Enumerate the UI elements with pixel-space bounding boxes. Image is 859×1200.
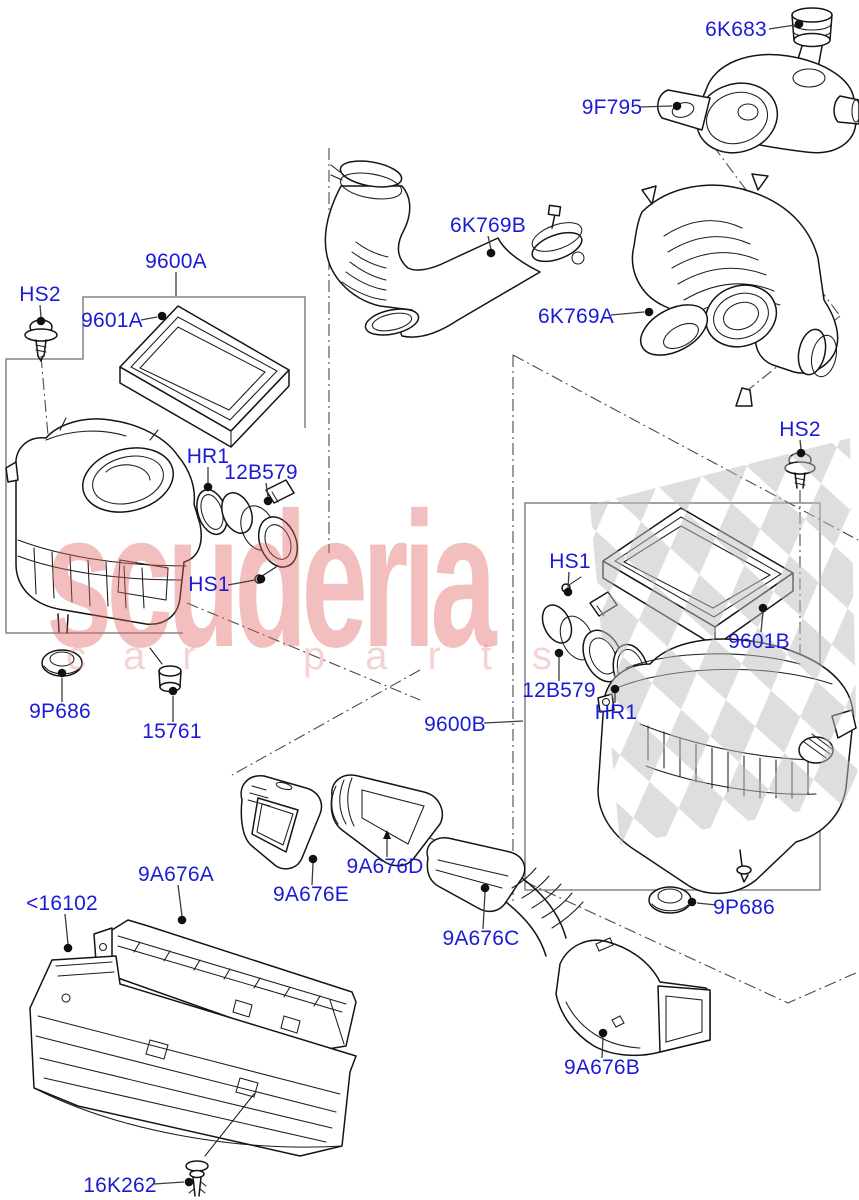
leader-dot-9a676e bbox=[308, 854, 318, 864]
part-label-16102[interactable]: <16102 bbox=[26, 892, 98, 915]
leader-dot-hs2-left bbox=[36, 316, 46, 326]
part-label-9601a[interactable]: 9601A bbox=[81, 309, 143, 332]
leader-line-hs2-right bbox=[799, 439, 802, 450]
leader-dot-9a676a bbox=[177, 915, 187, 925]
leader-line-6k683 bbox=[768, 24, 796, 30]
screw-hs2-left-drawing bbox=[24, 319, 58, 362]
leader-dot-hs1-left bbox=[256, 574, 266, 584]
leader-line-hs1-right bbox=[567, 571, 570, 589]
part-label-6k683[interactable]: 6K683 bbox=[705, 18, 767, 41]
leader-line-6k769b bbox=[487, 235, 492, 250]
leader-dot-9f795 bbox=[672, 101, 682, 111]
resonator-16102-drawing bbox=[29, 955, 357, 1157]
leader-line-hs2-left bbox=[39, 304, 42, 318]
leader-dot-hr1-right bbox=[610, 684, 620, 694]
leader-line-12b579-left bbox=[265, 482, 269, 498]
leader-arrow-9a676d bbox=[383, 830, 391, 839]
leader-line-6k769a bbox=[610, 311, 645, 316]
leader-line-16102 bbox=[64, 913, 69, 945]
leader-line-9600b bbox=[483, 720, 524, 724]
part-label-6k769b[interactable]: 6K769B bbox=[450, 214, 526, 237]
part-label-9601b[interactable]: 9601B bbox=[728, 630, 790, 653]
leader-line-9a676b bbox=[601, 1036, 604, 1059]
hose-6k769b-drawing bbox=[324, 160, 585, 338]
part-label-15761[interactable]: 15761 bbox=[142, 720, 202, 743]
leader-dot-6k769a bbox=[644, 307, 654, 317]
leader-line-9601b bbox=[760, 611, 764, 633]
part-label-12b579-right[interactable]: 12B579 bbox=[522, 679, 596, 702]
part-label-9f795[interactable]: 9F795 bbox=[581, 96, 643, 119]
duct-9f795-drawing bbox=[656, 53, 859, 154]
part-label-9a676b[interactable]: 9A676B bbox=[564, 1056, 640, 1079]
duct-9a676e-drawing bbox=[240, 775, 323, 870]
air-cleaner-housing-left-drawing bbox=[5, 417, 202, 634]
part-label-hs2-left[interactable]: HS2 bbox=[19, 283, 61, 306]
part-label-9a676d[interactable]: 9A676D bbox=[346, 855, 424, 878]
hose-6k769a-drawing bbox=[631, 173, 839, 407]
part-label-6k769a[interactable]: 6K769A bbox=[538, 305, 614, 328]
part-label-hs1-left[interactable]: HS1 bbox=[188, 573, 230, 596]
leader-dot-hs1-right bbox=[563, 587, 573, 597]
leader-dot-9p686-right bbox=[687, 897, 697, 907]
leader-dot-hr1-left bbox=[203, 482, 213, 492]
part-label-hr1-left[interactable]: HR1 bbox=[186, 445, 230, 468]
leader-dot-15761 bbox=[168, 686, 178, 696]
duct-9a676d-drawing bbox=[330, 774, 444, 867]
leader-dot-12b579-right bbox=[554, 648, 564, 658]
part-label-9600b[interactable]: 9600B bbox=[424, 713, 486, 736]
leader-dot-16102 bbox=[63, 943, 73, 953]
leader-dot-6k683 bbox=[794, 19, 804, 29]
leader-dot-hs2-right bbox=[796, 448, 806, 458]
leader-line-9a676a bbox=[177, 884, 183, 917]
left-assembly-box-outline bbox=[5, 296, 306, 634]
part-label-9a676a[interactable]: 9A676A bbox=[138, 863, 214, 886]
part-label-9p686-right[interactable]: 9P686 bbox=[713, 896, 775, 919]
leader-line-9601a bbox=[140, 316, 158, 321]
part-label-16k262[interactable]: 16K262 bbox=[83, 1174, 157, 1197]
leader-dot-16k262 bbox=[184, 1177, 194, 1187]
duct-9a676b-drawing bbox=[555, 937, 711, 1057]
leader-line-hs1-left bbox=[227, 579, 256, 586]
leader-line-9a676c bbox=[482, 891, 486, 930]
part-label-9a676e[interactable]: 9A676E bbox=[273, 883, 349, 906]
part-label-hs1-right[interactable]: HS1 bbox=[549, 550, 591, 573]
leader-dot-6k769b bbox=[486, 248, 496, 258]
leader-line-16k262 bbox=[153, 1181, 185, 1185]
leader-dot-9601b bbox=[758, 603, 768, 613]
part-label-9p686-left[interactable]: 9P686 bbox=[29, 700, 91, 723]
leader-dot-9a676c bbox=[480, 883, 490, 893]
leader-dot-12b579-left bbox=[263, 496, 273, 506]
air-filter-9601a-drawing bbox=[119, 305, 290, 448]
cap-6k683-drawing bbox=[791, 7, 833, 75]
leader-dot-9a676b bbox=[598, 1028, 608, 1038]
maf-sensor-12b579-left-drawing bbox=[221, 479, 299, 568]
part-label-12b579-left[interactable]: 12B579 bbox=[224, 461, 298, 484]
part-label-9600a[interactable]: 9600A bbox=[145, 250, 207, 273]
leader-line-9p686-right bbox=[696, 902, 717, 906]
part-label-9a676c[interactable]: 9A676C bbox=[442, 927, 520, 950]
duct-9a676c-drawing bbox=[426, 837, 584, 957]
leader-line-9a676e bbox=[311, 862, 314, 886]
leader-dot-9601a bbox=[157, 311, 167, 321]
leader-dot-9p686-left bbox=[57, 668, 67, 678]
part-label-hs2-right[interactable]: HS2 bbox=[779, 418, 821, 441]
leader-line-9f795 bbox=[639, 105, 673, 108]
part-label-hr1-right[interactable]: HR1 bbox=[594, 701, 638, 724]
